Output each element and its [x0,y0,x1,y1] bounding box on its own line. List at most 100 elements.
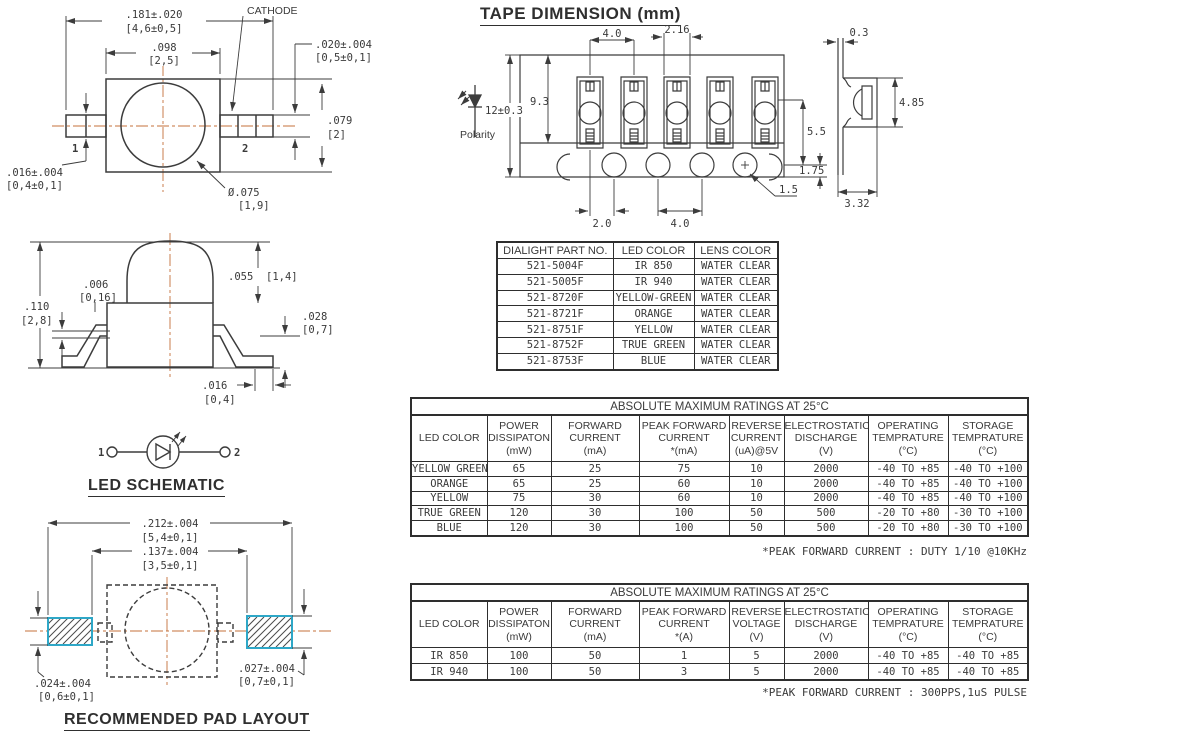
column-header: LED COLOR [410,414,488,462]
ratings2-note: *PEAK FORWARD CURRENT : 300PPS,1uS PULSE [762,686,1027,699]
table-cell: 1 [638,647,730,664]
table-cell: 75 [486,490,552,507]
dim-label: 2.16 [664,25,689,36]
ratings1-note: *PEAK FORWARD CURRENT : DUTY 1/10 @10KHz [762,545,1027,558]
table-cell: YELLOW [410,490,488,507]
dim-label: [0,7±0,1] [238,676,295,688]
table-cell: YELLOW [612,321,695,338]
column-header: OPERATING TEMPRATURE (°C) [867,414,949,462]
dim-label: 2.0 [593,218,612,230]
dim-label: .024±.004 [34,678,91,690]
table-cell: 50 [728,520,785,537]
tape-dimension-drawing: 4.0 2.16 9.3 12±0.3 Polarity 5.5 1.75 1.… [455,25,924,230]
dim-label: [3,5±0,1] [142,560,199,572]
column-header: POWER DISSIPATON (mW) [486,414,552,462]
column-header: PEAK FORWARD CURRENT *(mA) [638,414,730,462]
dim-label: 1.5 [779,184,798,196]
dim-label: [2,5] [148,55,180,67]
cathode-label: CATHODE [247,5,298,17]
table-cell: 500 [783,505,869,522]
column-header: LED COLOR [612,241,695,259]
table-cell: 25 [550,475,640,492]
dim-label: [4,6±0,5] [126,23,183,35]
table-cell: 3 [638,663,730,681]
dim-label: .027±.004 [238,663,295,675]
package-outline [66,79,273,172]
dim-label: [0,6±0,1] [38,691,95,703]
dim-label: [0,4] [204,394,236,406]
table-cell: 50 [550,663,640,681]
dim-label: .079 [327,115,352,127]
dimension-lines [62,16,332,188]
table-cell: TRUE GREEN [410,505,488,522]
dim-label: .098 [151,42,176,54]
table-cell: 10 [728,475,785,492]
tape-side-view [838,38,877,175]
dim-label: 3.32 [844,198,869,210]
dimension-labels: .110 [2,8] .006 [0,16] .055 [1,4] .028 [… [21,271,334,406]
column-header: DIALIGHT PART NO. [496,241,614,259]
dim-label: .212±.004 [142,518,199,530]
table-cell: 100 [486,647,552,664]
table-cell: 2000 [783,490,869,507]
polarity-label: Polarity [460,129,496,141]
column-header: LED COLOR [410,600,488,648]
table-cell: 2000 [783,647,869,664]
column-header: OPERATING TEMPRATURE (°C) [867,600,949,648]
column-header: REVERSE VOLTAGE (V) [728,600,785,648]
dim-label: [0,16] [79,292,117,304]
pad-layout-drawing: .212±.004 [5,4±0,1] .137±.004 [3,5±0,1] … [10,513,350,703]
dimension-labels: 4.0 2.16 9.3 12±0.3 Polarity 5.5 1.75 1.… [460,25,924,230]
table-cell: -40 TO +100 [947,490,1029,507]
table-cell: WATER CLEAR [693,289,779,307]
table-cell: 521-8751F [496,321,614,338]
table-cell: -20 TO +80 [867,505,949,522]
table-cell: 30 [550,490,640,507]
table-cell: 5 [728,663,785,681]
dim-label: [0,7] [302,324,334,336]
dim-label: [5,4±0,1] [142,532,199,544]
table-cell: -30 TO +100 [947,520,1029,537]
table-cell: -40 TO +85 [947,647,1029,664]
table-cell: WATER CLEAR [693,305,779,323]
pin-label: 2 [242,143,248,155]
table-cell: 50 [550,647,640,664]
dim-label: 4.0 [603,28,622,40]
table-cell: 100 [486,663,552,681]
table-title-row: ABSOLUTE MAXIMUM RATINGS AT 25°C [410,397,1029,416]
table-cell: 60 [638,490,730,507]
table-header-row: DIALIGHT PART NO. LED COLOR LENS COLOR [496,241,779,259]
table-cell: BLUE [612,352,695,371]
dimension-labels: .212±.004 [5,4±0,1] .137±.004 [3,5±0,1] … [34,518,295,703]
dim-label: 0.3 [850,27,869,39]
table-cell: WATER CLEAR [693,273,779,291]
ratings-table-ir: ABSOLUTE MAXIMUM RATINGS AT 25°C LED COL… [410,583,1030,681]
centerlines [52,64,295,192]
table-cell: ORANGE [612,305,695,323]
table-cell: 10 [728,490,785,507]
table-cell: 65 [486,475,552,492]
table-cell: -40 TO +85 [867,663,949,681]
table-cell: 521-8721F [496,305,614,323]
table-cell: 5 [728,647,785,664]
pin-label: 1 [72,143,78,155]
column-header: STORAGE TEMPRATURE (°C) [947,600,1029,648]
table-cell: -40 TO +100 [947,461,1029,477]
tape-outline [520,55,784,180]
table-cell: 120 [486,520,552,537]
table-cell: -20 TO +80 [867,520,949,537]
dim-label: [2,8] [21,315,53,327]
dim-label: [0,5±0,1] [315,52,372,64]
table-cell: 521-8720F [496,289,614,307]
led-schematic-drawing: 1 2 [98,425,240,475]
